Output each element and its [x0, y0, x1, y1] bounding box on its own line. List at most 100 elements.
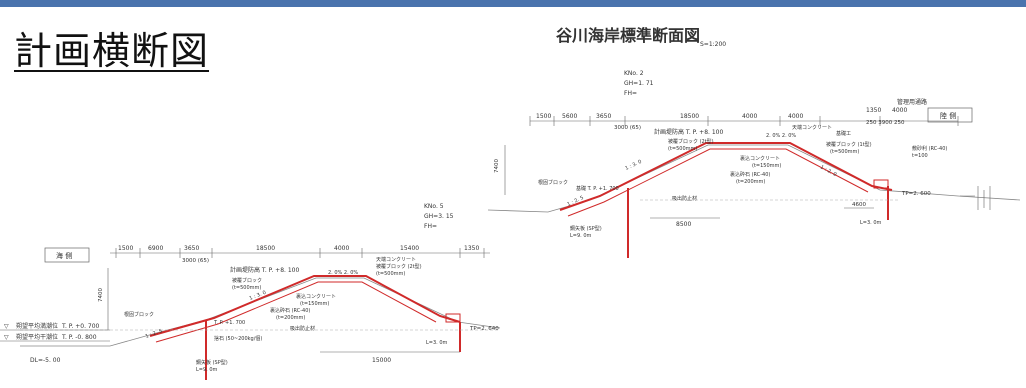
lower-dim-7: 15400 — [400, 245, 419, 252]
upper-note-14: 鋼矢板 (SP型) — [570, 225, 602, 232]
upper-dim-8: 1350 — [866, 107, 881, 114]
drawing-scale: S=1:200 — [700, 41, 726, 48]
lower-toe-block — [445, 313, 461, 323]
water-level-2-name: 朔望平均干潮位 — [16, 333, 58, 341]
lower-note-16: TP=2. 640 — [469, 326, 499, 332]
upper-wave-height: GH=1. 71 — [624, 80, 654, 87]
water-level-1-symbol: ▽ — [4, 323, 9, 330]
upper-slope-2: 1 : 3. 0 — [624, 159, 642, 172]
lower-section: KNo. 5 GH=3. 15 FH= 海 側 1500 6900 3650 3… — [20, 203, 501, 380]
lower-station: KNo. 5 — [424, 203, 444, 210]
water-level-1-value: T. P. +0. 700 — [61, 323, 100, 330]
lower-note-12: 捨石 (50~200kg/個) — [214, 335, 262, 342]
lower-note-7: 裏込コンクリート — [296, 293, 336, 300]
lower-slope-pct: 2. 0% 2. 0% — [328, 270, 358, 276]
upper-dim-2: 5600 — [562, 113, 577, 120]
water-levels: ▽ 朔望平均満潮位 T. P. +0. 700 ▽ 朔望平均干潮位 T. P. … — [0, 322, 110, 364]
lower-dim-4: 3000 (65) — [182, 258, 209, 264]
upper-note-12: (t=500mm) — [830, 149, 859, 155]
lower-note-13: 鋼矢板 (SP型) — [196, 359, 228, 366]
lower-note-10: (t=200mm) — [276, 315, 305, 321]
lower-fh: FH= — [424, 223, 437, 230]
upper-note-1: 天端コンクリート — [792, 124, 832, 131]
upper-dimension-ticks — [529, 116, 959, 126]
upper-side-box — [927, 107, 973, 123]
upper-revetment — [559, 142, 893, 211]
lower-note-1: 天端コンクリート — [376, 256, 416, 263]
lower-dimension-ticks — [115, 248, 485, 258]
lower-note-11: 吸出防止材 — [290, 325, 315, 332]
upper-dim-3: 3650 — [596, 113, 611, 120]
upper-note-10: 基礎工 — [836, 130, 851, 137]
lower-dim-bottom: 15000 — [372, 357, 391, 364]
lower-note-2: 被覆ブロック (2t型) — [376, 263, 422, 270]
lower-note-9: 裏込砕石 (RC-40) — [270, 307, 310, 314]
upper-station: KNo. 2 — [624, 70, 644, 77]
upper-note-11: 被覆ブロック (1t型) — [826, 141, 872, 148]
upper-note-13: 基礎 T. P. +1. 700 — [576, 185, 619, 192]
upper-dim-1: 1500 — [536, 113, 551, 120]
lower-note-5: 被覆ブロック — [232, 277, 262, 284]
upper-note-9: 吸出防止材 — [672, 195, 697, 202]
upper-note-19: L=3. 0m — [860, 220, 882, 226]
lower-dim-1: 1500 — [118, 245, 133, 252]
water-level-1-name: 朔望平均満潮位 — [16, 322, 58, 330]
slide-title: 計画横断図 — [14, 29, 210, 73]
upper-note-17: t=100 — [912, 153, 928, 159]
upper-dim-10: 250 3900 250 — [866, 120, 905, 126]
upper-dim-4: 3000 (65) — [614, 125, 641, 131]
upper-dim-bottom: 8500 — [676, 221, 691, 228]
upper-toe-block — [873, 179, 889, 189]
lower-note-15: T. P. +1. 700 — [213, 320, 245, 326]
lower-note-14: L=9. 0m — [196, 367, 218, 373]
datum-label: DL=-5. 00 — [30, 357, 61, 364]
water-level-2-value: T. P. -0. 800 — [61, 334, 97, 341]
upper-note-16: 敷砂利 (RC-40) — [912, 145, 947, 152]
lower-dim-3: 3650 — [184, 245, 199, 252]
upper-note-4: 裏込コンクリート — [740, 155, 780, 162]
upper-fence — [960, 186, 991, 210]
lower-revetment — [149, 275, 461, 337]
upper-note-6: 裏込砕石 (RC-40) — [730, 171, 770, 178]
lower-note-6: (t=500mm) — [232, 285, 261, 291]
lower-note-4: 根固ブロック — [124, 311, 154, 318]
lower-side-box — [44, 247, 90, 263]
upper-note-2: 被覆ブロック (2t型) — [668, 138, 714, 145]
lower-crest-label: 計画堤防高 T. P. +8. 100 — [230, 266, 299, 274]
upper-fh: FH= — [624, 90, 637, 97]
lower-note-8: (t=150mm) — [300, 301, 329, 307]
upper-note-3: (t=500mm) — [668, 146, 697, 152]
upper-dim-5: 18500 — [680, 113, 699, 120]
upper-dim-7: 4000 — [788, 113, 803, 120]
upper-height: 7400 — [494, 159, 500, 173]
lower-wave-height: GH=3. 15 — [424, 213, 454, 220]
upper-section: KNo. 2 GH=1. 71 FH= 1500 5600 3650 3000 … — [487, 70, 1021, 258]
upper-road-label: 管理用通路 — [897, 98, 927, 106]
drawing-title: 谷川海岸標準断面図 — [556, 26, 701, 45]
upper-side-label: 陸 側 — [940, 111, 956, 120]
upper-note-18: TP=2. 600 — [901, 191, 931, 197]
lower-dim-5: 18500 — [256, 245, 275, 252]
upper-dim-6: 4000 — [742, 113, 757, 120]
lower-side-label: 海 側 — [56, 251, 72, 260]
lower-dim-6: 4000 — [334, 245, 349, 252]
upper-dim-right: 4600 — [852, 202, 866, 208]
lower-note-17: L=3. 0m — [426, 340, 448, 346]
upper-note-5: (t=150mm) — [752, 163, 781, 169]
upper-note-8: 根固ブロック — [538, 179, 568, 186]
upper-slope-pct: 2. 0% 2. 0% — [766, 133, 796, 139]
top-accent-bar — [0, 0, 1026, 7]
lower-height: 7400 — [98, 288, 104, 302]
lower-slope-1: 1 : 2. 5 — [145, 328, 164, 340]
upper-ground-profile — [487, 144, 1021, 213]
upper-dim-9: 4000 — [892, 107, 907, 114]
upper-note-7: (t=200mm) — [736, 179, 765, 185]
lower-dim-2: 6900 — [148, 245, 163, 252]
lower-dim-8: 1350 — [464, 245, 479, 252]
water-level-2-symbol: ▽ — [4, 334, 9, 341]
upper-revetment-back — [567, 148, 869, 217]
upper-slope-1: 1 : 2. 5 — [566, 195, 584, 208]
upper-note-15: L=9. 0m — [570, 233, 592, 239]
upper-crest-label: 計画堤防高 T. P. +8. 100 — [654, 128, 723, 136]
